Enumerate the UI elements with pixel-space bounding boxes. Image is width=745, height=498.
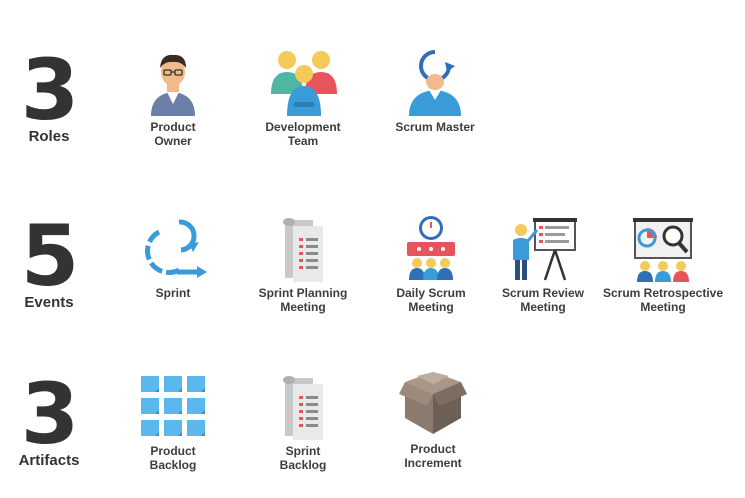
artifacts-count-block: 3 Artifacts: [18, 372, 80, 469]
events-count-block: 5 Events: [18, 214, 80, 311]
role-label: Development Team: [265, 120, 341, 148]
artifact-label: Product Increment: [404, 442, 462, 470]
event-scrum-retrospective: Scrum Retrospective Meeting: [598, 214, 728, 314]
scrum-retrospective-icon: [633, 218, 693, 282]
artifacts-category-label: Artifacts: [18, 452, 80, 469]
event-daily-scrum: Daily Scrum Meeting: [366, 214, 496, 314]
development-team-icon: [271, 51, 337, 116]
artifacts-count: 3: [20, 365, 79, 463]
event-sprint-planning: Sprint Planning Meeting: [238, 214, 368, 314]
product-increment-icon: [399, 372, 467, 434]
product-backlog-icon: [141, 376, 205, 436]
scrum-review-icon: [513, 218, 577, 281]
event-sprint: Sprint: [108, 214, 238, 300]
scrum-master-icon: [409, 50, 461, 116]
role-product-owner: Product Owner: [108, 48, 238, 148]
events-category-label: Events: [24, 294, 74, 311]
artifact-product-increment: Product Increment: [368, 370, 498, 470]
sprint-planning-icon: [283, 218, 323, 282]
event-label: Scrum Review Meeting: [501, 286, 585, 314]
daily-scrum-icon: [407, 216, 455, 280]
roles-count-block: 3 Roles: [18, 48, 80, 145]
role-label: Product Owner: [150, 120, 196, 148]
roles-count: 3: [20, 41, 79, 139]
roles-category-label: Roles: [28, 128, 70, 145]
role-scrum-master: Scrum Master: [370, 48, 500, 134]
artifact-label: Product Backlog: [149, 444, 197, 472]
artifact-label: Sprint Backlog: [279, 444, 327, 472]
role-development-team: Development Team: [238, 48, 368, 148]
event-label: Sprint: [155, 286, 191, 300]
role-label: Scrum Master: [395, 120, 475, 134]
artifact-product-backlog: Product Backlog: [108, 372, 238, 472]
event-scrum-review: Scrum Review Meeting: [478, 214, 608, 314]
artifact-sprint-backlog: Sprint Backlog: [238, 372, 368, 472]
events-count: 5: [20, 207, 79, 305]
event-label: Scrum Retrospective Meeting: [602, 286, 724, 314]
event-label: Daily Scrum Meeting: [396, 286, 466, 314]
event-label: Sprint Planning Meeting: [258, 286, 348, 314]
product-owner-icon: [151, 54, 195, 116]
sprint-backlog-icon: [283, 376, 323, 440]
sprint-cycle-icon: [145, 219, 207, 278]
